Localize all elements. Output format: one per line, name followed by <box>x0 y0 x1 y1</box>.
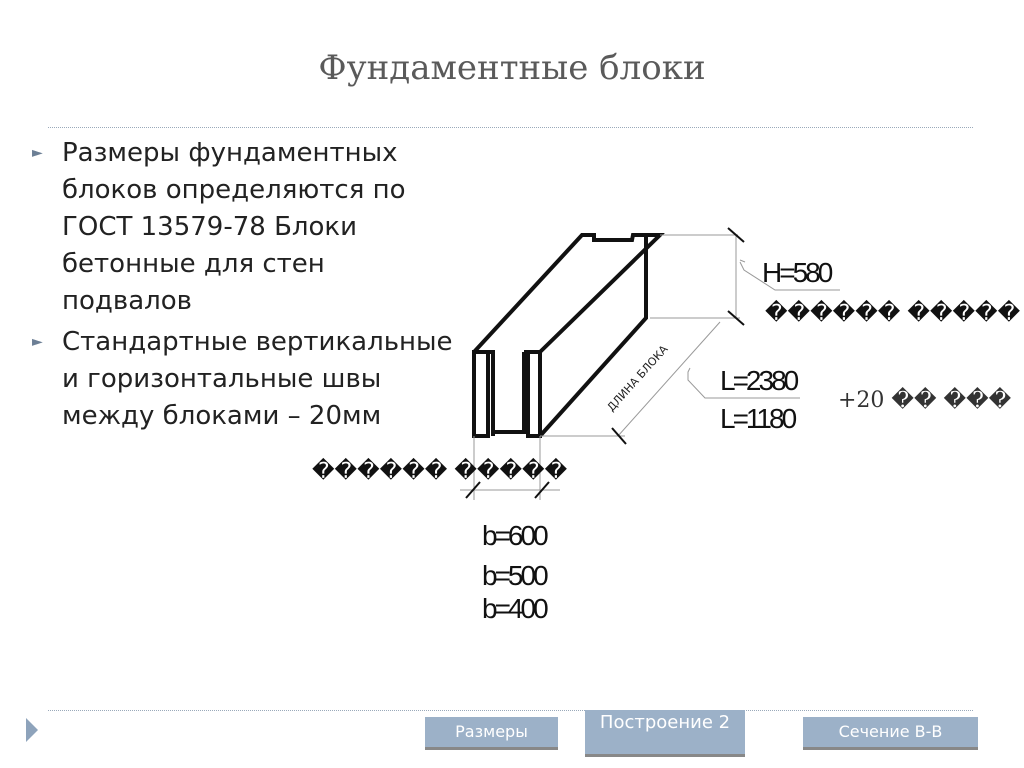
dimension-ticks <box>465 227 745 499</box>
bullet-item: ► Стандартные вертикальные и горизонтальн… <box>32 324 462 435</box>
top-divider <box>48 127 973 128</box>
width-label-1: b=600 <box>482 520 548 551</box>
bullet-arrow-icon: ► <box>32 145 43 161</box>
joint-note: +20 �� ��� <box>838 387 1012 413</box>
length-label-2: L=1180 <box>720 403 797 434</box>
bullet-text: Стандартные вертикальные и горизонтальны… <box>62 327 453 431</box>
block-front-face <box>472 350 542 438</box>
height-caption: ������ ����� <box>765 299 1021 326</box>
width-label-2: b=500 <box>482 560 548 591</box>
next-slide-arrow-icon[interactable] <box>26 718 38 742</box>
block-side-face <box>538 237 648 438</box>
nav-button-construction-2[interactable]: Построение 2 <box>585 710 745 754</box>
bullet-list: ► Размеры фундаментных блоков определяютс… <box>32 135 462 439</box>
bullet-arrow-icon: ► <box>32 334 43 350</box>
bullet-text: Размеры фундаментных блоков определяются… <box>62 138 406 316</box>
length-label-1: L=2380 <box>720 365 799 396</box>
height-label: H=580 <box>762 257 833 288</box>
bottom-divider <box>48 710 973 711</box>
block-outline <box>472 233 665 438</box>
block-top-face <box>472 233 665 354</box>
bullet-item: ► Размеры фундаментных блоков определяютс… <box>32 135 462 320</box>
width-caption: ������ ����� <box>312 457 568 484</box>
slide-title: Фундаментные блоки <box>318 48 706 88</box>
nav-button-sizes[interactable]: Размеры <box>425 717 558 747</box>
nav-button-section-bb[interactable]: Сечение В-В <box>803 717 978 747</box>
width-label-3: b=400 <box>482 593 548 624</box>
